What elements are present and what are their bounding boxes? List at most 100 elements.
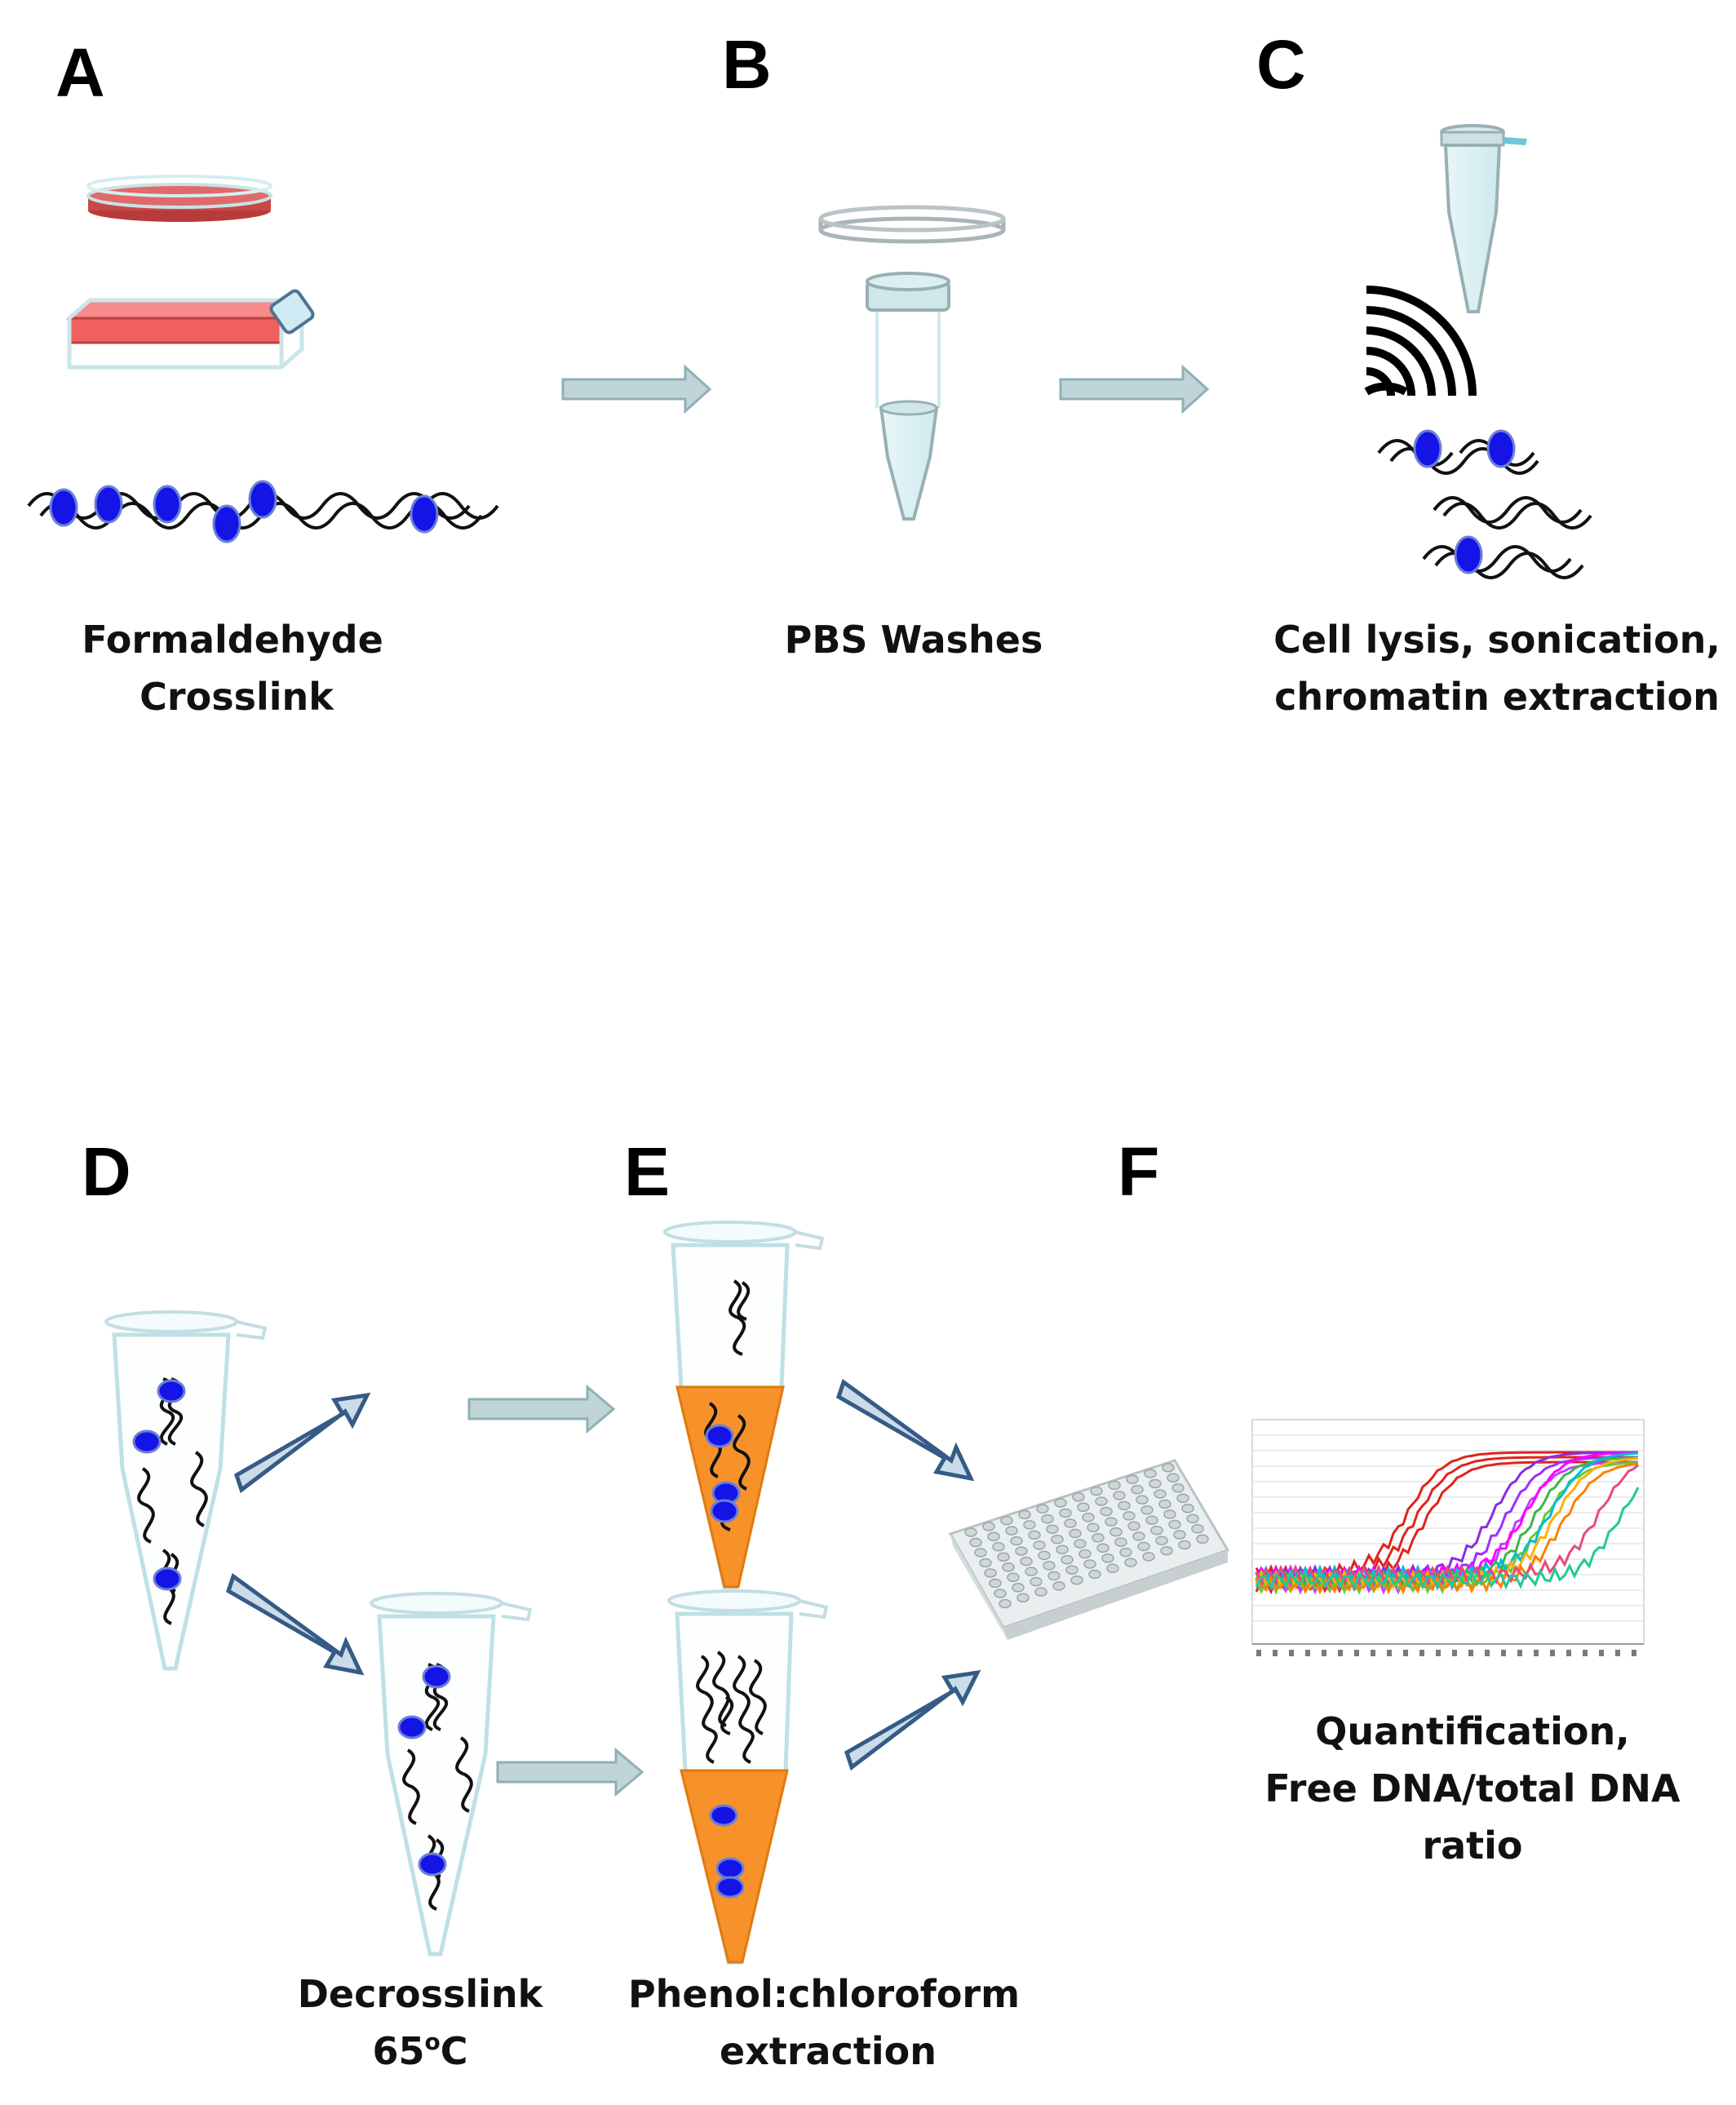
plate-well [1088, 1569, 1101, 1580]
plate-well [1002, 1562, 1015, 1572]
plate-well [1078, 1549, 1092, 1559]
axis-tick [1322, 1650, 1326, 1656]
chromatin-fragment-3 [1422, 535, 1584, 579]
caption-d-line1: Decrosslink [298, 1972, 544, 2016]
arrow-d-down [225, 1572, 365, 1676]
plate-well [1069, 1528, 1082, 1539]
amplification-curve [1255, 1487, 1640, 1590]
plate-well [1030, 1576, 1043, 1587]
plate-well [1038, 1550, 1051, 1561]
chromatin-long-icon [27, 480, 499, 543]
plate-well [1090, 1486, 1103, 1496]
caption-a-line2: Crosslink [140, 675, 334, 719]
plate-well [1016, 1593, 1030, 1603]
caption-d-line2: 65oC [372, 2028, 467, 2073]
caption-f-line3: ratio [1422, 1824, 1522, 1868]
caption-e-line1: Phenol:chloroform [628, 1972, 1020, 2016]
panel-letter-f: F [1118, 1133, 1159, 1210]
qpcr-curves-icon [1251, 1419, 1645, 1656]
axis-tick [1305, 1650, 1310, 1656]
plate-well [1168, 1519, 1181, 1530]
plate-well [1136, 1495, 1149, 1505]
plate-well [1131, 1484, 1144, 1495]
plate-well [1173, 1530, 1186, 1540]
plate-well [1023, 1520, 1036, 1530]
arrow-to-e-top [467, 1384, 616, 1434]
arrow-e-top-to-plate [835, 1378, 975, 1482]
plate-well [1054, 1498, 1067, 1508]
plate-well [1155, 1536, 1168, 1545]
plate-well [1119, 1547, 1132, 1558]
panel-letter-c: C [1256, 26, 1306, 103]
culture-flask-icon [66, 289, 315, 370]
extraction-tube-decrosslinked [667, 1589, 829, 1965]
falcon-tube-icon [866, 272, 950, 521]
plate-well [1123, 1511, 1136, 1521]
caption-b-line1: PBS Washes [785, 618, 1043, 662]
plate-well [1142, 1552, 1155, 1562]
plate-well [974, 1548, 987, 1558]
plate-well [1034, 1587, 1047, 1597]
pcr-plate-icon [948, 1459, 1230, 1640]
axis-tick [1452, 1650, 1457, 1656]
plate-well [1127, 1521, 1140, 1531]
plate-well [1007, 1572, 1020, 1583]
plate-well [1065, 1565, 1078, 1575]
plate-well [984, 1568, 997, 1578]
chromatin-fragment-1 [1377, 429, 1539, 475]
plate-well [997, 1552, 1010, 1562]
plate-well [1101, 1553, 1114, 1563]
arrow-to-e-bottom [496, 1747, 644, 1797]
plate-well [987, 1531, 1000, 1542]
plate-well [1041, 1513, 1054, 1524]
axis-tick [1273, 1650, 1278, 1656]
plate-well [1015, 1546, 1028, 1556]
plate-well [1061, 1554, 1074, 1565]
arrow-e-bottom-to-plate [844, 1669, 981, 1771]
microtube-icon [1440, 124, 1527, 313]
axis-tick [1517, 1650, 1522, 1656]
caption-e-line2: extraction [720, 2029, 937, 2073]
plate-well [1124, 1558, 1137, 1567]
plate-well [1118, 1500, 1131, 1511]
panel-letter-d: D [82, 1133, 131, 1210]
caption-d-temp-number: 65 [372, 2029, 424, 2073]
plate-well [1074, 1539, 1087, 1549]
petri-dish-icon [86, 175, 272, 222]
plate-well [1033, 1540, 1046, 1550]
plate-well [1095, 1496, 1108, 1506]
plate-well [982, 1522, 995, 1531]
plate-well [1167, 1473, 1180, 1483]
plate-well [1114, 1537, 1127, 1547]
plate-well [1191, 1524, 1204, 1534]
axis-tick [1566, 1650, 1571, 1656]
plate-well [964, 1527, 977, 1537]
plate-well [1160, 1545, 1173, 1556]
axis-tick [1583, 1650, 1588, 1656]
plate-well [1106, 1563, 1119, 1574]
petri-dish-empty-icon [818, 205, 1006, 244]
axis-tick [1615, 1650, 1620, 1656]
plate-well [1096, 1543, 1109, 1553]
plate-well [1105, 1517, 1118, 1527]
axis-tick [1485, 1650, 1490, 1656]
panel-letter-a: A [55, 34, 105, 111]
plate-well [1196, 1534, 1209, 1544]
plate-well [999, 1598, 1012, 1609]
caption-f-line1: Quantification, [1315, 1709, 1629, 1753]
axis-tick [1419, 1650, 1424, 1656]
plate-well [1100, 1506, 1113, 1517]
panel-letter-e: E [624, 1133, 670, 1210]
plate-well [969, 1537, 982, 1548]
plate-well [1186, 1513, 1199, 1524]
plate-well [1181, 1504, 1194, 1513]
microtube-with-chromatin-icon [104, 1310, 268, 1671]
arrow-a-to-b [561, 364, 712, 414]
plate-well [1092, 1533, 1105, 1543]
plate-well [994, 1589, 1007, 1598]
decrosslinked-tube-icon [370, 1592, 533, 1957]
amplification-curve [1255, 1462, 1639, 1595]
plate-well [989, 1578, 1002, 1589]
plate-well [1140, 1505, 1154, 1515]
